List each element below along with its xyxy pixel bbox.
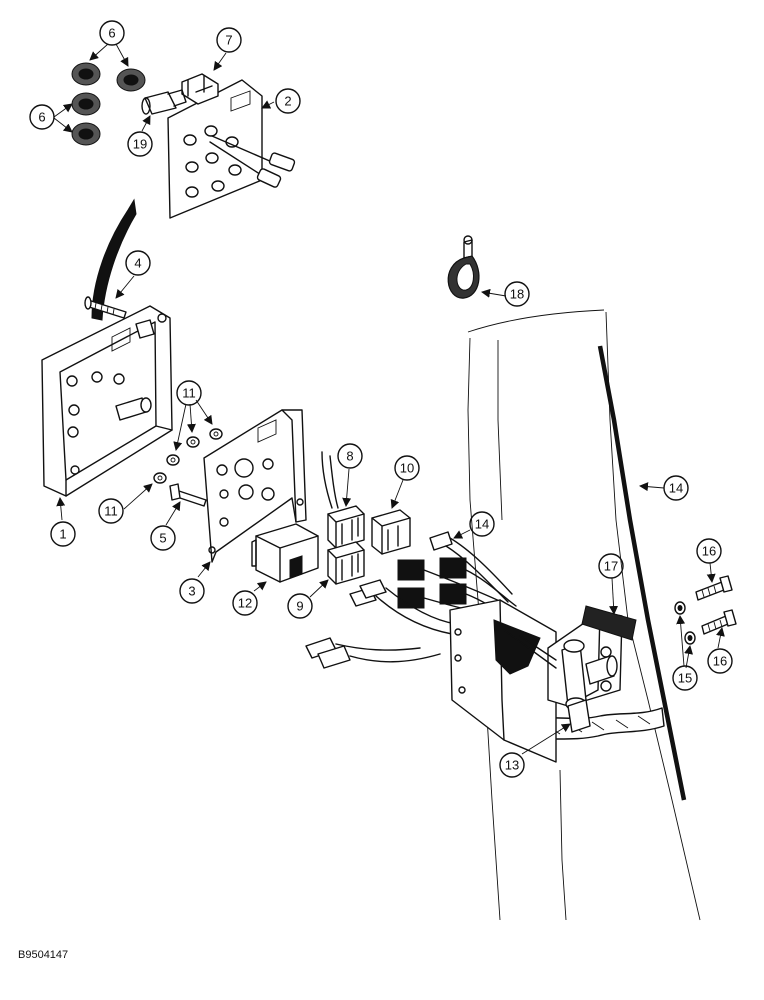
svg-text:1: 1 bbox=[59, 527, 66, 542]
svg-text:13: 13 bbox=[505, 758, 519, 773]
callout-17: 17 bbox=[598, 553, 624, 579]
callout-4: 4 bbox=[125, 250, 151, 276]
leader-lines bbox=[53, 43, 725, 755]
callout-5: 5 bbox=[150, 525, 176, 551]
callout-16-top: 16 bbox=[696, 538, 722, 564]
grommet bbox=[71, 122, 101, 146]
svg-text:18: 18 bbox=[510, 287, 524, 302]
callout-8: 8 bbox=[337, 443, 363, 469]
grommet-group bbox=[71, 62, 146, 146]
nut bbox=[186, 436, 200, 448]
callout-19: 19 bbox=[127, 131, 153, 157]
callout-9: 9 bbox=[287, 593, 313, 619]
nut bbox=[166, 454, 180, 466]
svg-text:4: 4 bbox=[134, 256, 141, 271]
mounting-bracket bbox=[203, 409, 307, 563]
callout-13: 13 bbox=[499, 752, 525, 778]
callout-6-top: 6 bbox=[99, 20, 125, 46]
bolt bbox=[701, 609, 737, 635]
svg-text:17: 17 bbox=[604, 559, 618, 574]
callout-11-top: 11 bbox=[176, 380, 202, 406]
svg-text:16: 16 bbox=[702, 544, 716, 559]
svg-text:12: 12 bbox=[238, 596, 252, 611]
nut bbox=[209, 428, 223, 440]
callout-12: 12 bbox=[232, 590, 258, 616]
bolt bbox=[169, 483, 207, 507]
callout-14-frame: 14 bbox=[663, 475, 689, 501]
figure-reference-code: B9504147 bbox=[18, 949, 68, 961]
grommet bbox=[71, 62, 101, 86]
housing-box bbox=[41, 305, 173, 497]
callout-14-harness: 14 bbox=[469, 511, 495, 537]
callout-16-bottom: 16 bbox=[707, 648, 733, 674]
valve-assembly bbox=[503, 611, 623, 733]
svg-text:8: 8 bbox=[346, 449, 353, 464]
svg-text:3: 3 bbox=[188, 584, 195, 599]
callout-6-left: 6 bbox=[29, 104, 55, 130]
nut bbox=[153, 472, 167, 484]
bulb-socket bbox=[141, 89, 187, 115]
callout-7: 7 bbox=[216, 27, 242, 53]
callout-10: 10 bbox=[394, 455, 420, 481]
svg-text:10: 10 bbox=[400, 461, 414, 476]
screw bbox=[84, 296, 127, 319]
callout-3: 3 bbox=[179, 578, 205, 604]
svg-text:9: 9 bbox=[296, 599, 303, 614]
wiring-harness bbox=[305, 531, 517, 669]
bolt bbox=[695, 575, 733, 601]
bracket-clip bbox=[181, 73, 219, 105]
bracket-strip bbox=[581, 605, 637, 641]
callout-2: 2 bbox=[275, 88, 301, 114]
washer bbox=[674, 601, 686, 615]
svg-text:6: 6 bbox=[38, 110, 45, 125]
svg-text:19: 19 bbox=[133, 137, 147, 152]
svg-text:11: 11 bbox=[182, 386, 196, 401]
switch-upper bbox=[327, 505, 365, 549]
svg-text:5: 5 bbox=[159, 531, 166, 546]
svg-text:11: 11 bbox=[104, 504, 118, 519]
callout-1: 1 bbox=[50, 521, 76, 547]
grommet bbox=[116, 68, 146, 92]
relay bbox=[251, 523, 319, 583]
switch-lower bbox=[327, 541, 365, 585]
svg-text:14: 14 bbox=[669, 481, 683, 496]
cable-clamp bbox=[447, 235, 480, 299]
svg-text:16: 16 bbox=[713, 654, 727, 669]
svg-text:14: 14 bbox=[475, 517, 489, 532]
svg-text:2: 2 bbox=[284, 94, 291, 109]
callout-18: 18 bbox=[504, 281, 530, 307]
svg-text:6: 6 bbox=[108, 26, 115, 41]
callout-15: 15 bbox=[672, 665, 698, 691]
assembly-arrow bbox=[91, 198, 137, 321]
switch-right bbox=[371, 509, 411, 555]
svg-text:7: 7 bbox=[225, 33, 232, 48]
mounting-plate-upper bbox=[167, 79, 296, 219]
svg-text:15: 15 bbox=[678, 671, 692, 686]
grommet bbox=[71, 92, 101, 116]
washer bbox=[684, 631, 696, 645]
callout-11-left: 11 bbox=[98, 498, 124, 524]
